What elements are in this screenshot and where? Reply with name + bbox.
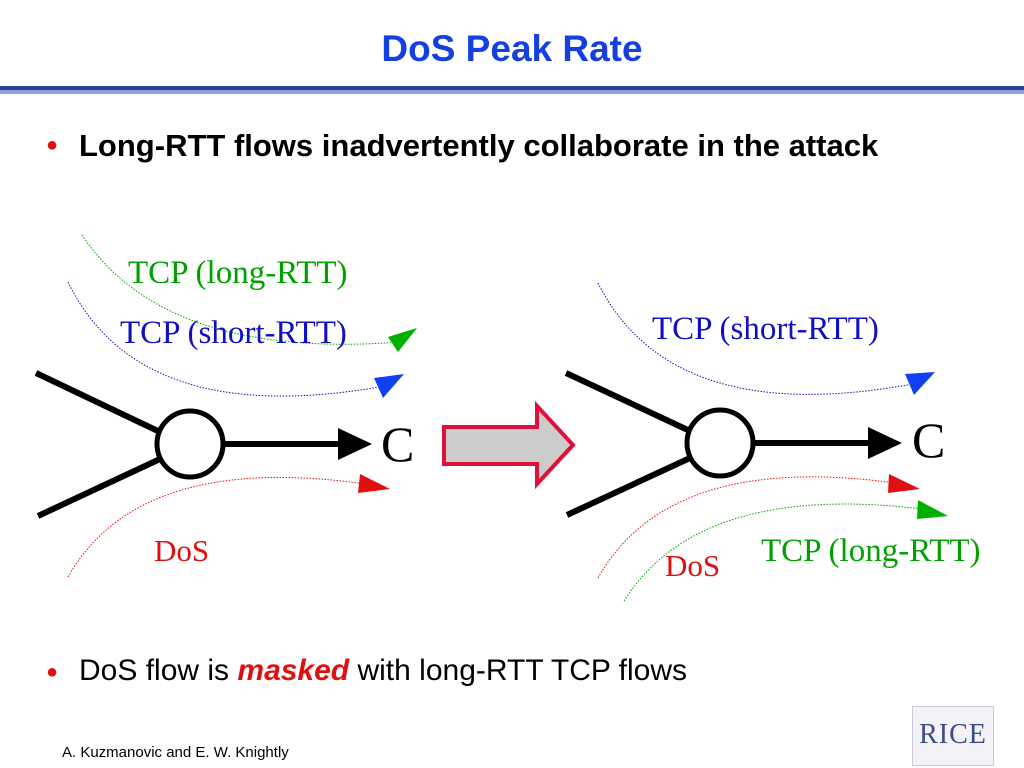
left-dos-arrowhead bbox=[358, 474, 390, 493]
right-dos-arrowhead bbox=[888, 474, 920, 493]
right-tcp-short-curve bbox=[597, 282, 919, 395]
bullet-1: Long-RTT flows inadvertently collaborate… bbox=[79, 128, 879, 163]
left-tcp-long-arrowhead bbox=[388, 328, 417, 352]
bullet-2-emphasis: masked bbox=[237, 654, 350, 687]
left-dos-label: DoS bbox=[154, 533, 209, 568]
right-tcp-short-label: TCP (short-RTT) bbox=[652, 311, 879, 347]
slide-title: DoS Peak Rate bbox=[381, 28, 643, 69]
right-tcp-short-arrowhead bbox=[905, 372, 935, 395]
left-tcp-short-label: TCP (short-RTT) bbox=[120, 315, 347, 351]
left-input-link-bottom bbox=[36, 456, 162, 519]
bullet-dot-2: ● bbox=[46, 661, 59, 683]
right-output-arrowhead bbox=[868, 427, 902, 459]
left-tcp-long-label: TCP (long-RTT) bbox=[128, 255, 348, 291]
rice-logo-text: RICE bbox=[919, 719, 987, 750]
title-divider bbox=[0, 86, 1024, 94]
right-tcp-long-label: TCP (long-RTT) bbox=[761, 533, 981, 569]
right-dos-label: DoS bbox=[665, 548, 720, 583]
right-router-node bbox=[684, 407, 756, 479]
right-diagram: TCP (short-RTT) TCP (long-RTT) DoS C bbox=[564, 282, 981, 602]
left-router-node bbox=[154, 408, 226, 480]
rice-logo: RICE bbox=[912, 706, 994, 766]
right-capacity-label: C bbox=[912, 412, 945, 468]
left-dos-curve bbox=[67, 476, 373, 578]
right-input-link-top bbox=[564, 370, 692, 434]
right-input-link-bottom bbox=[565, 455, 692, 518]
bullet-2-prefix: DoS flow is bbox=[79, 654, 238, 687]
transition-arrow bbox=[442, 400, 576, 490]
left-tcp-short-curve bbox=[67, 281, 386, 397]
left-tcp-long-curve bbox=[81, 234, 401, 345]
right-tcp-long-arrowhead bbox=[917, 500, 948, 519]
left-output-arrowhead bbox=[338, 428, 372, 460]
left-diagram: TCP (long-RTT) TCP (short-RTT) DoS C bbox=[34, 234, 417, 578]
left-capacity-label: C bbox=[381, 416, 414, 472]
left-tcp-short-arrowhead bbox=[374, 374, 404, 398]
bullet-dot-1: ● bbox=[46, 134, 59, 156]
bullet-2-suffix: with long-RTT TCP flows bbox=[349, 654, 688, 687]
footer-authors: A. Kuzmanovic and E. W. Knightly bbox=[62, 744, 289, 761]
right-tcp-long-curve bbox=[623, 503, 931, 602]
bullet-2: DoS flow is masked with long-RTT TCP flo… bbox=[79, 654, 687, 688]
left-input-link-top bbox=[34, 370, 162, 435]
